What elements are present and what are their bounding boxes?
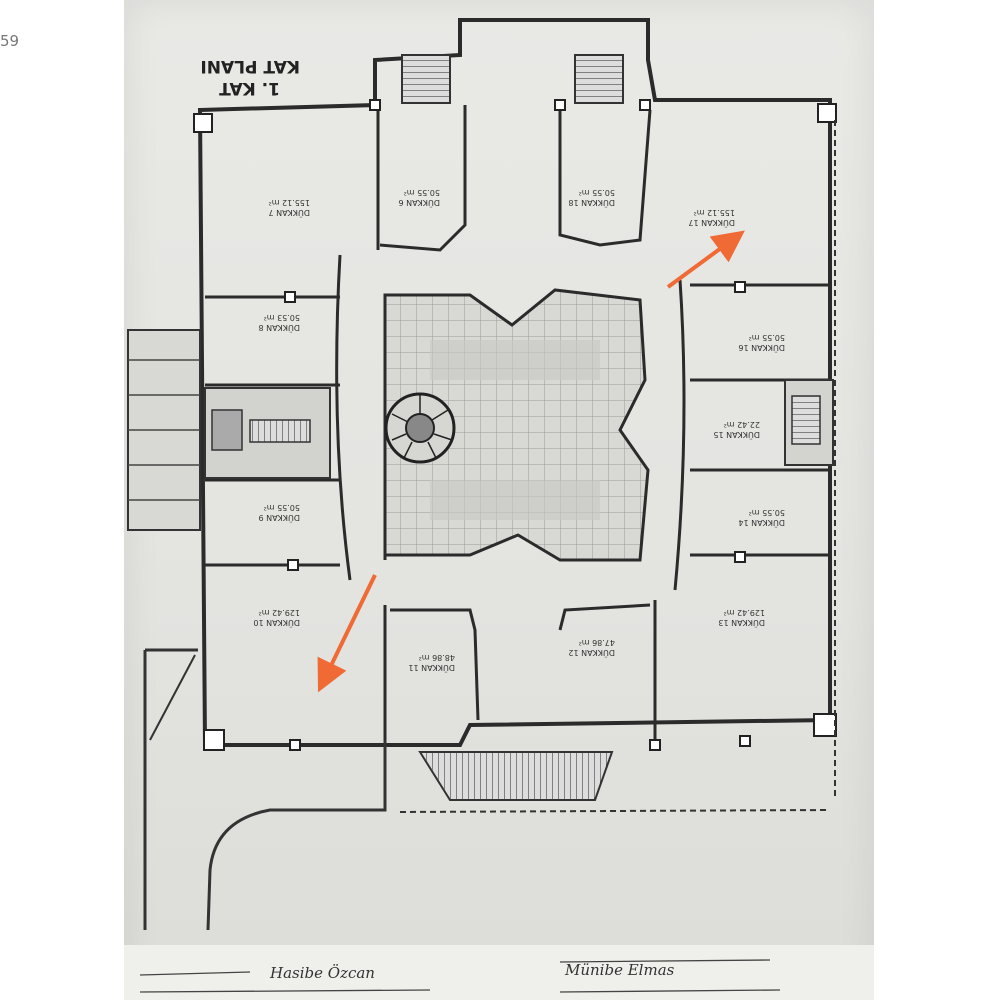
unit-area: 48.86 m² — [419, 653, 455, 662]
west-stair — [249, 419, 311, 443]
unit-area: 129.42 m² — [258, 608, 300, 617]
unit-name: DÜKKAN 16 — [738, 343, 785, 353]
arrow-annotation-northeast — [666, 230, 745, 289]
handwritten-note-1: Hasibe Özcan — [269, 964, 375, 982]
plan-title-group: 1. KAT KAT PLANI — [200, 56, 300, 98]
plan-title-line1: 1. KAT — [219, 78, 280, 98]
unit-name: DÜKKAN 13 — [718, 618, 765, 628]
atrium-inner-band — [430, 340, 600, 380]
east-stair — [791, 395, 821, 445]
unit-name: DÜKKAN 17 — [688, 218, 735, 228]
south-entrance-stairs — [418, 751, 614, 801]
unit-name: DÜKKAN 10 — [253, 618, 300, 628]
unit-name: DÜKKAN 7 — [269, 208, 310, 218]
north-stair-left — [401, 54, 451, 104]
unit-name: DÜKKAN 12 — [568, 648, 615, 658]
unit-area: 50.55 m² — [404, 188, 440, 197]
columns — [193, 99, 837, 751]
spiral-stair — [384, 392, 456, 464]
unit-area: 50.55 m² — [579, 188, 615, 197]
unit-area: 129.42 m² — [723, 608, 765, 617]
site-lines — [143, 120, 836, 931]
unit-name: DÜKKAN 18 — [568, 198, 615, 208]
outer-walls — [197, 18, 832, 747]
north-stair-right — [574, 54, 624, 104]
unit-area: 155.12 m² — [268, 198, 310, 207]
unit-area: 50.53 m² — [264, 313, 300, 322]
unit-name: DÜKKAN 15 — [713, 430, 760, 440]
arrow-annotation-southwest — [317, 574, 377, 693]
unit-area: 47.86 m² — [579, 638, 615, 647]
plan-title-line2: KAT PLANI — [200, 56, 300, 76]
unit-name: DÜKKAN 14 — [738, 518, 785, 528]
handwritten-note-2: Münibe Elmas — [564, 961, 675, 979]
unit-name: DÜKKAN 8 — [259, 323, 300, 333]
unit-area: 50.55 m² — [749, 333, 785, 342]
unit-name: DÜKKAN 11 — [408, 663, 455, 673]
corner-id: 59 — [0, 32, 20, 50]
unit-area: 50.55 m² — [749, 508, 785, 517]
atrium-inner-band-2 — [430, 480, 600, 520]
unit-area: 155.12 m² — [693, 208, 735, 217]
elevator — [211, 409, 243, 451]
unit-area: 22.42 m² — [724, 420, 760, 429]
unit-name: DÜKKAN 6 — [399, 198, 440, 208]
unit-area: 50.55 m² — [264, 503, 300, 512]
handwriting-strokes — [139, 959, 781, 993]
unit-name: DÜKKAN 9 — [259, 513, 300, 523]
